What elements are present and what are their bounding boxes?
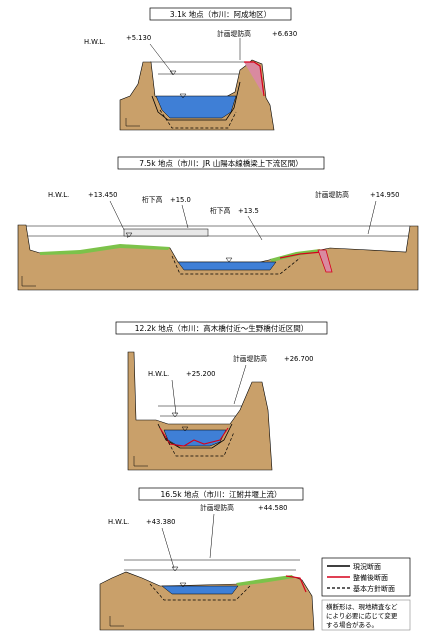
- section-2-ground: [17, 224, 419, 291]
- section-3-hwl-label: H.W.L.: [148, 370, 169, 378]
- section-2-improved-section: [279, 251, 323, 259]
- section-4-leader: [209, 513, 215, 559]
- section-2-title: 7.5k 地点（市川：JR 山陽本線橋梁上下流区間）: [139, 158, 302, 168]
- section-3-hwl-value: +25.200: [186, 370, 215, 378]
- section-1-water-marker: [179, 93, 187, 99]
- section-2-basic-plan-line: [171, 255, 301, 275]
- section-2-grass: [270, 249, 322, 262]
- note-line-1: 横断形は、現地精査など: [326, 602, 398, 611]
- section-2-scale: [21, 276, 36, 287]
- section-3-hwl-marker: [171, 412, 179, 418]
- section-4-water: [161, 585, 239, 595]
- section-2: 7.5k 地点（市川：JR 山陽本線橋梁上下流区間） H.W.L. +13.45…: [17, 156, 419, 291]
- section-1-dike-label: 計画堤防高: [217, 29, 251, 38]
- section-4-scale: [109, 616, 124, 627]
- section-3-leader: [171, 379, 177, 415]
- section-2-girder2-value: +13.5: [238, 207, 259, 215]
- section-4-title: 16.5k 地点（市川：江鮒井堰上流）: [161, 489, 282, 499]
- section-2-girder1-label: 桁下高: [142, 195, 163, 204]
- section-1-title-box: [149, 7, 292, 21]
- section-4-grass: [236, 575, 294, 586]
- section-2-improved-section: [317, 249, 333, 273]
- legend-label-existing: 現況断面: [353, 562, 381, 571]
- section-2-girder2-label: 桁下高: [210, 206, 231, 215]
- section-2-leader: [247, 215, 263, 241]
- section-2-bridge-girder: [123, 228, 209, 237]
- section-3-dike-label: 計画堤防高: [233, 354, 267, 363]
- section-1-hwl-value: +5.130: [126, 34, 151, 42]
- section-3-dike-value: +26.700: [284, 355, 313, 363]
- section-2-leader: [181, 204, 189, 229]
- section-3: 12.2k 地点（市川：高木橋付近～生野橋付近区間） H.W.L. +25.20…: [115, 321, 328, 471]
- section-1-title: 3.1k 地点（市川：阿成地区）: [170, 9, 271, 19]
- section-2-title-box: [117, 156, 325, 170]
- section-2-girder1-value: +15.0: [170, 196, 191, 204]
- section-1: 3.1k 地点（市川：阿成地区） H.W.L. +5.130 計画堤防高 +6.…: [84, 7, 297, 131]
- section-1-channel: [151, 81, 241, 121]
- note-box: [321, 599, 411, 631]
- legend-label-basic-plan: 基本方針断面: [353, 584, 395, 593]
- section-1-leader: [149, 43, 174, 75]
- section-3-water-marker: [181, 426, 189, 432]
- section-2-leader: [367, 200, 377, 235]
- section-2-dike-value: +14.950: [370, 191, 399, 199]
- section-1-water: [155, 95, 237, 119]
- section-1-dike-value: +6.630: [272, 30, 297, 38]
- section-1-improved-section: [244, 61, 265, 97]
- section-4-water-marker: [179, 582, 187, 588]
- section-4-hwl-label: H.W.L.: [108, 518, 129, 526]
- note-line-3: する場合がある。: [326, 620, 378, 629]
- section-3-scale: [133, 456, 148, 467]
- section-1-hwl-marker: [169, 70, 177, 76]
- section-4: 16.5k 地点（市川：江鮒井堰上流） H.W.L. +43.380 計画堤防高…: [99, 487, 315, 631]
- section-4-dike-label: 計画堤防高: [200, 503, 234, 512]
- section-2-hwl-value: +13.450: [88, 191, 117, 199]
- section-3-title-box: [115, 321, 328, 335]
- legend-label-improved: 整備後断面: [353, 573, 388, 582]
- section-4-leader: [161, 527, 175, 569]
- section-1-basic-plan-line: [159, 109, 237, 129]
- section-4-ground: [99, 571, 315, 631]
- section-4-hwl-value: +43.380: [146, 518, 175, 526]
- note: 横断形は、現地精査など により必要に応じて変更 する場合がある。: [321, 599, 411, 631]
- section-4-dike-value: +44.580: [258, 504, 287, 512]
- section-2-dike-label: 計画堤防高: [315, 190, 349, 199]
- section-2-hwl-marker: [125, 232, 133, 238]
- section-1-hwl-label: H.W.L.: [84, 38, 105, 46]
- section-3-improved-section: [159, 427, 229, 447]
- section-3-channel: [157, 423, 233, 449]
- section-4-improved-section: [285, 575, 307, 593]
- section-4-title-box: [138, 487, 304, 501]
- section-3-basic-plan-line: [165, 431, 235, 457]
- section-4-hwl-marker: [171, 566, 179, 572]
- section-2-water-marker: [225, 257, 233, 263]
- section-1-scale: [125, 118, 140, 127]
- section-2-grass: [40, 244, 170, 255]
- section-2-hwl-label: H.W.L.: [48, 191, 69, 199]
- section-2-water: [177, 261, 277, 271]
- note-line-2: により必要に応じて変更: [326, 611, 398, 620]
- section-4-basic-plan-line: [149, 583, 251, 601]
- legend: 現況断面 整備後断面 基本方針断面: [321, 557, 411, 597]
- section-3-leader: [233, 364, 247, 405]
- section-3-title: 12.2k 地点（市川：高木橋付近～生野橋付近区間）: [135, 323, 308, 333]
- section-3-ground: [127, 351, 273, 471]
